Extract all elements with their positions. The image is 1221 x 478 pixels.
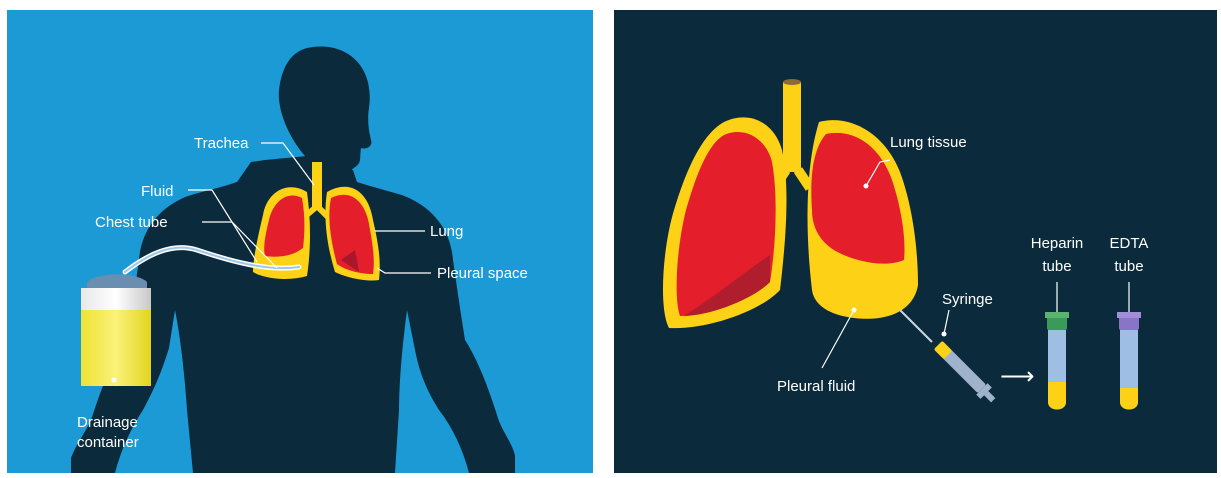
chest-drainage-illustration: Trachea Fluid Chest tube Lung Pleural sp… bbox=[7, 10, 593, 473]
heparin-tube bbox=[1045, 312, 1069, 410]
drainage-container bbox=[81, 275, 151, 387]
label-lung: Lung bbox=[430, 223, 463, 240]
edta-tube bbox=[1117, 312, 1141, 410]
chest-drainage-diagram: Trachea Fluid Chest tube Lung Pleural sp… bbox=[7, 10, 593, 473]
arrow-icon: ⟶ bbox=[1000, 362, 1034, 390]
label-edta: EDTA bbox=[1110, 235, 1149, 252]
label-container: container bbox=[77, 434, 139, 451]
pleural-sampling-illustration: ⟶ Lung tissue Pleural bbox=[614, 10, 1217, 473]
trachea bbox=[312, 162, 322, 210]
label-heparin-tube: tube bbox=[1042, 258, 1071, 275]
label-fluid: Fluid bbox=[141, 183, 174, 200]
label-heparin: Heparin bbox=[1031, 235, 1084, 252]
label-chest-tube: Chest tube bbox=[95, 214, 168, 231]
pleural-sampling-diagram: ⟶ Lung tissue Pleural bbox=[614, 10, 1217, 473]
label-edta-tube: tube bbox=[1114, 258, 1143, 275]
label-pleural-fluid: Pleural fluid bbox=[777, 378, 855, 395]
label-syringe: Syringe bbox=[942, 291, 993, 308]
label-trachea: Trachea bbox=[194, 135, 249, 152]
label-drainage: Drainage bbox=[77, 414, 138, 431]
label-pleural-space: Pleural space bbox=[437, 265, 528, 282]
label-lung-tissue: Lung tissue bbox=[890, 134, 967, 151]
